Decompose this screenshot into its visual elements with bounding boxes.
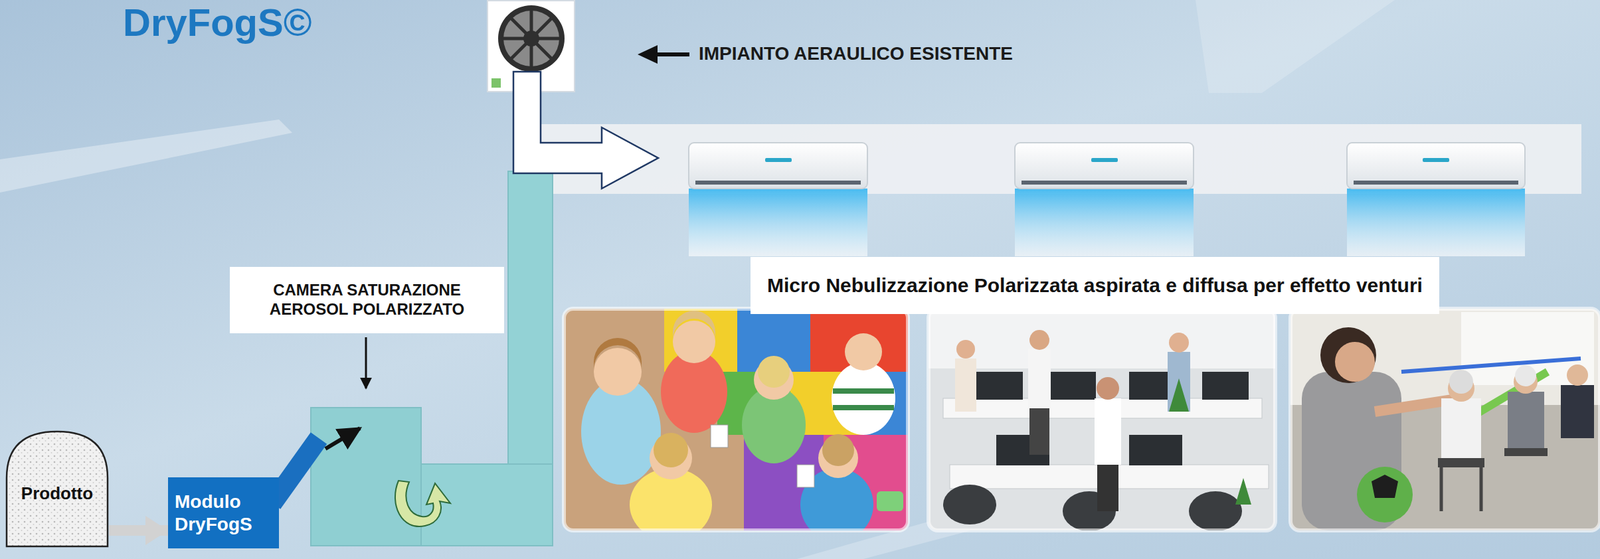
node-text: Prodotto: [21, 483, 93, 505]
node-text: CAMERA SATURAZIONE AEROSOL POLARIZZATO: [239, 280, 495, 320]
flow-arrow: [108, 525, 169, 536]
module-box: Modulo DryFogS: [168, 477, 279, 549]
callout-box: CAMERA SATURAZIONE AEROSOL POLARIZZATO: [229, 266, 505, 334]
node-text: Micro Nebulizzazione Polarizzata aspirat…: [767, 273, 1423, 298]
title: DryFogS©: [122, 1, 312, 44]
product-silo: Prodotto: [5, 430, 109, 548]
system-label: IMPIANTO AERAULICO ESISTENTE: [698, 42, 1013, 66]
node-text: Modulo DryFogS: [174, 490, 273, 536]
caption-box: Micro Nebulizzazione Polarizzata aspirat…: [750, 257, 1440, 315]
